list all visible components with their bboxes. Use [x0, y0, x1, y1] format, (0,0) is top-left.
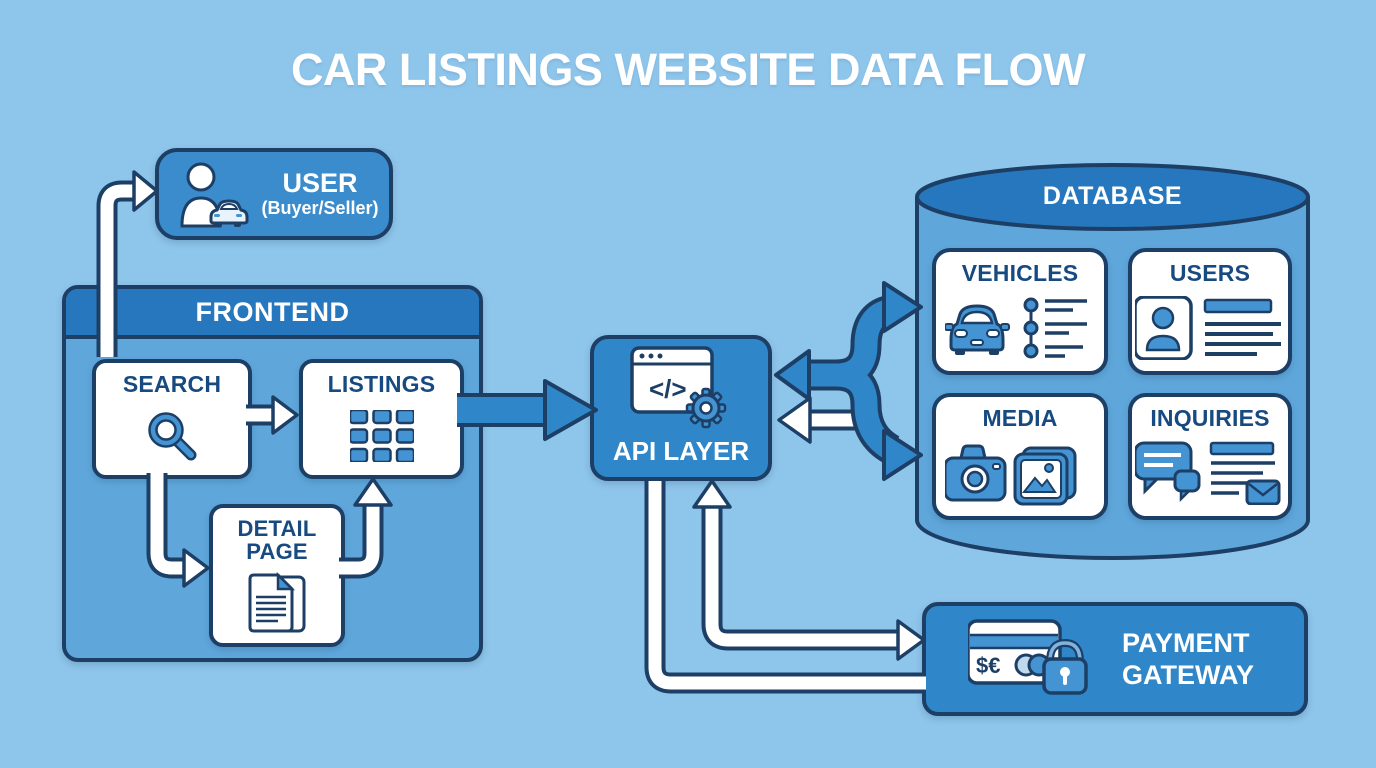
vehicles-label: VEHICLES	[961, 260, 1079, 286]
detail-page-label: DETAIL PAGE	[237, 516, 317, 565]
user-sublabel: (Buyer/Seller)	[261, 198, 379, 219]
inquiries-label: INQUIRIES	[1150, 405, 1270, 431]
listings-label: LISTINGS	[327, 371, 436, 397]
camera-photos-icon	[936, 430, 1104, 516]
code-window-gear-icon: </>	[594, 339, 768, 434]
detail-page-node: DETAIL PAGE	[209, 504, 345, 647]
page-title: CAR LISTINGS WEBSITE DATA FLOW	[290, 44, 1086, 95]
listings-node: LISTINGS	[299, 359, 464, 479]
arrow-api-database-fork	[774, 281, 923, 481]
users-table-node: USERS	[1128, 248, 1292, 375]
currency-symbols: $€	[976, 653, 1000, 678]
search-label: SEARCH	[122, 371, 222, 397]
arrow-api-payment-line	[644, 481, 926, 694]
person-with-car-icon	[180, 162, 249, 228]
id-card-icon	[1132, 285, 1288, 371]
search-node: SEARCH	[92, 359, 252, 479]
chat-mail-icon	[1132, 430, 1288, 516]
api-layer-label: API LAYER	[612, 436, 750, 466]
api-layer-node: </> API LAYER	[590, 335, 772, 481]
payment-gateway-label: PAYMENT GATEWAY	[1122, 627, 1255, 690]
database-label: DATABASE	[1042, 182, 1183, 210]
documents-icon	[213, 563, 341, 643]
credit-card-lock-icon: $€	[968, 619, 1088, 695]
media-table-node: MEDIA	[932, 393, 1108, 520]
car-list-icon	[936, 285, 1104, 371]
payment-gateway-node: $€ PAYMENT GATEWAY	[922, 602, 1308, 716]
media-label: MEDIA	[982, 405, 1058, 431]
arrow-database-to-api	[777, 396, 860, 444]
vehicles-table-node: VEHICLES	[932, 248, 1108, 375]
gear-icon	[685, 387, 727, 428]
frontend-header: FRONTEND	[66, 289, 479, 339]
users-label: USERS	[1169, 260, 1251, 286]
magnifier-icon	[96, 396, 248, 475]
arrow-api-payment-bidirectional	[692, 479, 926, 661]
grid-icon	[303, 396, 460, 475]
inquiries-table-node: INQUIRIES	[1128, 393, 1292, 520]
code-glyph: </>	[649, 374, 687, 404]
frontend-container: FRONTEND SEARCH LISTINGS	[62, 285, 483, 662]
user-node: USER (Buyer/Seller)	[155, 148, 393, 240]
user-label: USER	[282, 167, 358, 198]
